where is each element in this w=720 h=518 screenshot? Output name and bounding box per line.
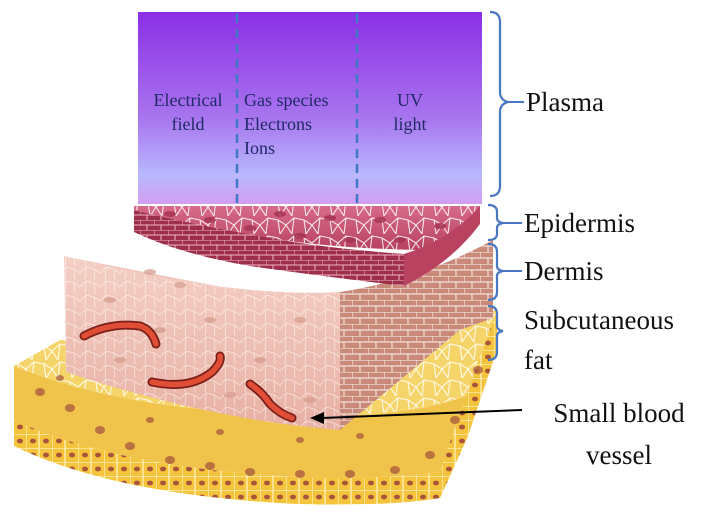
plasma-column-electrical-field: Electrical field xyxy=(140,88,236,136)
label-small-blood-vessel: Small blood vessel xyxy=(524,392,714,476)
plasma-text-line: Gas species xyxy=(244,88,360,112)
plasma-text-line: Ions xyxy=(244,136,360,160)
label-vessel-line: Small blood xyxy=(524,392,714,434)
label-subcutaneous-fat: Subcutaneous fat xyxy=(524,300,674,380)
plasma-column-gas-species: Gas species Electrons Ions xyxy=(244,88,360,160)
plasma-text-line: Electrical xyxy=(140,88,236,112)
label-plasma: Plasma xyxy=(526,86,604,118)
plasma-text-line: Electrons xyxy=(244,112,360,136)
label-subcutaneous-line: Subcutaneous xyxy=(524,300,674,340)
label-vessel-line: vessel xyxy=(524,434,714,476)
plasma-bracket xyxy=(490,12,508,196)
plasma-text-line: field xyxy=(140,112,236,136)
label-epidermis: Epidermis xyxy=(524,207,635,239)
plasma-text-line: light xyxy=(360,112,460,136)
label-dermis: Dermis xyxy=(524,255,603,287)
epidermis-bracket xyxy=(488,205,503,240)
label-leaders xyxy=(503,102,524,271)
plasma-column-uv-light: UV light xyxy=(360,88,460,136)
label-subcutaneous-line: fat xyxy=(524,340,674,380)
plasma-text-line: UV xyxy=(360,88,460,112)
